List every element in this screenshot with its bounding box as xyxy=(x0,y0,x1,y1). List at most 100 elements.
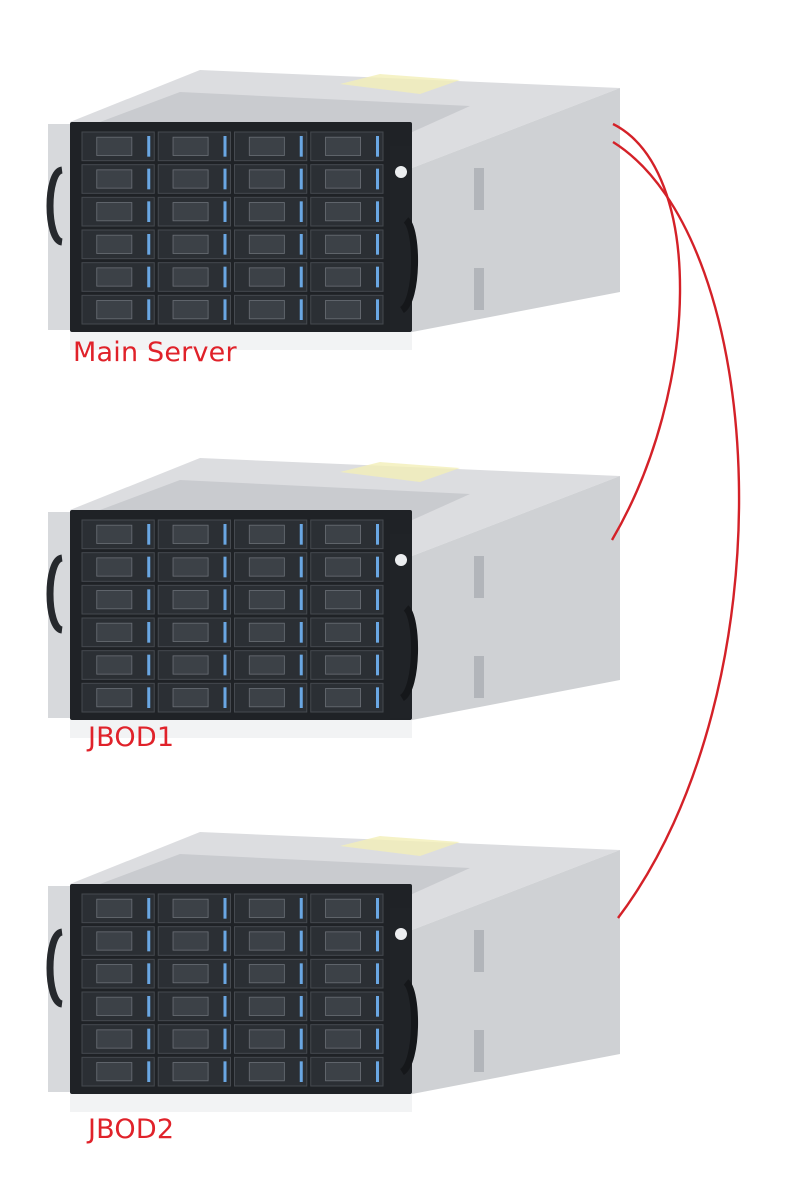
drive-led-icon xyxy=(223,687,227,708)
drive-vent xyxy=(172,267,209,287)
top-label-sticker xyxy=(340,836,460,856)
drive-vent xyxy=(96,136,133,156)
drive-led-icon xyxy=(223,996,227,1017)
jbod2-label: JBOD2 xyxy=(88,1114,175,1145)
drive-vent xyxy=(172,1029,209,1049)
drive-tray xyxy=(310,229,384,260)
drive-led-icon xyxy=(223,136,227,157)
drive-vent xyxy=(325,300,361,320)
drive-led-icon xyxy=(223,524,227,545)
drive-vent xyxy=(248,267,285,287)
drive-vent xyxy=(96,931,133,951)
left-handle xyxy=(46,554,64,634)
drive-vent xyxy=(172,964,209,984)
side-vent xyxy=(474,656,484,698)
drive-led-icon xyxy=(223,963,227,984)
drive-led-icon xyxy=(223,234,227,255)
drive-led-icon xyxy=(147,234,151,255)
drive-led-icon xyxy=(376,234,379,255)
drive-led-icon xyxy=(299,524,303,545)
drive-led-icon xyxy=(147,930,151,952)
drive-tray xyxy=(81,893,155,924)
drive-vent xyxy=(96,964,133,984)
power-button-icon xyxy=(395,928,407,940)
drive-led-icon xyxy=(147,589,151,610)
drive-led-icon xyxy=(147,299,151,320)
drive-led-icon xyxy=(299,654,303,676)
drive-led-icon xyxy=(376,654,379,676)
drive-led-icon xyxy=(376,930,379,952)
drive-vent xyxy=(96,898,133,918)
drive-led-icon xyxy=(299,1061,303,1082)
drive-led-icon xyxy=(376,1028,379,1050)
drive-led-icon xyxy=(299,622,303,643)
drive-vent xyxy=(248,1062,285,1082)
drive-vent xyxy=(96,267,133,287)
drive-led-icon xyxy=(147,201,151,222)
main-server-chassis xyxy=(40,60,640,390)
left-handle xyxy=(46,166,64,246)
drive-led-icon xyxy=(376,266,379,288)
drive-vent xyxy=(248,169,285,189)
left-handle xyxy=(46,928,64,1008)
drive-vent xyxy=(248,898,285,918)
right-rack-ear xyxy=(390,908,412,1092)
drive-vent xyxy=(248,202,285,222)
drive-vent xyxy=(325,964,361,984)
drive-vent xyxy=(172,996,209,1016)
drive-led-icon xyxy=(147,1061,151,1082)
drive-led-icon xyxy=(147,266,151,288)
drive-vent xyxy=(248,524,285,544)
drive-led-icon xyxy=(299,299,303,320)
side-vent xyxy=(474,168,484,210)
drive-vent xyxy=(248,557,285,577)
side-vent xyxy=(474,556,484,598)
drive-vent xyxy=(96,1062,133,1082)
drive-led-icon xyxy=(376,524,379,545)
drive-vent xyxy=(248,590,285,610)
drive-led-icon xyxy=(223,589,227,610)
jbod2-chassis xyxy=(40,822,640,1152)
drive-led-icon xyxy=(299,996,303,1017)
drive-led-icon xyxy=(147,622,151,643)
drive-led-icon xyxy=(376,622,379,643)
drive-led-icon xyxy=(223,299,227,320)
chassis-side xyxy=(412,88,620,332)
drive-vent xyxy=(325,1062,361,1082)
drive-led-icon xyxy=(299,556,303,578)
power-button-icon xyxy=(395,166,407,178)
drive-vent xyxy=(172,300,209,320)
drive-led-icon xyxy=(376,556,379,578)
drive-led-icon xyxy=(376,299,379,320)
main-server-label: Main Server xyxy=(73,337,237,368)
drive-vent xyxy=(96,688,133,708)
drive-vent xyxy=(172,898,209,918)
drive-led-icon xyxy=(299,234,303,255)
drive-vent xyxy=(172,1062,209,1082)
floor-reflection xyxy=(70,1094,412,1112)
top-label-sticker xyxy=(340,74,460,94)
right-rack-ear xyxy=(390,534,412,718)
chassis-drawing xyxy=(46,832,620,1112)
drive-vent xyxy=(96,622,133,642)
side-vent xyxy=(474,1030,484,1072)
drive-vent xyxy=(96,234,133,254)
drive-led-icon xyxy=(223,622,227,643)
right-handle xyxy=(399,217,419,313)
drive-vent xyxy=(96,202,133,222)
drive-vent xyxy=(325,234,361,254)
drive-led-icon xyxy=(299,963,303,984)
drive-vent xyxy=(325,524,361,544)
drive-led-icon xyxy=(299,687,303,708)
drive-led-icon xyxy=(376,589,379,610)
drive-led-icon xyxy=(299,898,303,919)
drive-led-icon xyxy=(147,136,151,157)
drive-vent xyxy=(172,202,209,222)
drive-vent xyxy=(325,136,361,156)
drive-led-icon xyxy=(147,556,151,578)
drive-led-icon xyxy=(376,201,379,222)
floor-reflection xyxy=(70,720,412,738)
drive-vent xyxy=(172,169,209,189)
drive-vent xyxy=(248,688,285,708)
